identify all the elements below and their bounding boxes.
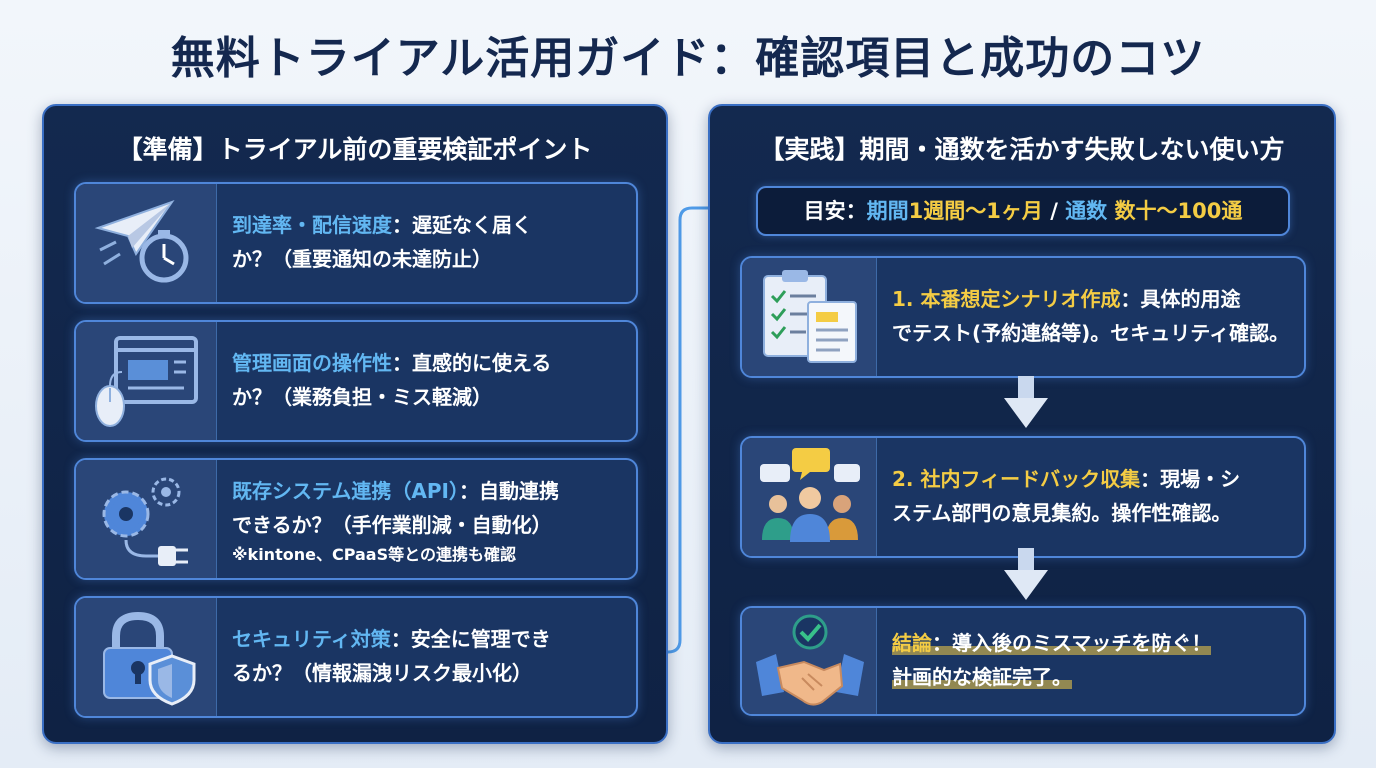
guideline-count-value: 数十〜100通 — [1107, 199, 1243, 223]
step-text: ステム部門の意見集約。操作性確認。 — [892, 501, 1232, 525]
step-text: 計画的な検証完了。 — [892, 665, 1072, 689]
guideline-count-label: 通数 — [1065, 199, 1108, 223]
check-card-security: セキュリティ対策：安全に管理でき るか？（情報漏洩リスク最小化） — [74, 596, 638, 718]
card-text: るか？（情報漏洩リスク最小化） — [232, 661, 532, 685]
guideline-label: 目安： — [803, 199, 867, 223]
card-text: できるか？（手作業削減・自動化） — [232, 513, 552, 537]
card-highlight: 既存システム連携（API） — [232, 479, 459, 503]
flow-down-arrow — [1004, 548, 1048, 602]
guideline-period-value: 1週間〜1ヶ月 — [908, 199, 1043, 223]
card-text: ：直感的に使える — [392, 351, 552, 375]
card-highlight: セキュリティ対策 — [232, 627, 391, 651]
paper-plane-stopwatch-icon — [90, 192, 202, 292]
step-text: ：具体的用途 — [1120, 287, 1241, 311]
card-note: ※kintone、CPaaS等との連携も確認 — [232, 545, 516, 564]
checklist-documents-icon — [756, 266, 864, 366]
gears-plug-icon — [92, 470, 202, 568]
card-text: ：自動連携 — [458, 479, 559, 503]
step-text: ：現場・シ — [1140, 467, 1241, 491]
check-card-delivery: 到達率・配信速度：遅延なく届く か？（重要通知の未達防止） — [74, 182, 638, 304]
browser-window-mouse-icon — [92, 332, 202, 430]
check-card-integration: 既存システム連携（API）：自動連携 できるか？（手作業削減・自動化） ※kin… — [74, 458, 638, 580]
step-text: でテスト(予約連絡等)。セキュリティ確認。 — [892, 321, 1290, 345]
preparation-heading: 【準備】トライアル前の重要検証ポイント — [117, 135, 593, 164]
step-highlight: 2. 社内フィードバック収集 — [892, 467, 1141, 491]
step-highlight: 1. 本番想定シナリオ作成 — [892, 287, 1121, 311]
step-card-conclusion: 結論：導入後のミスマッチを防ぐ！ 計画的な検証完了。 — [740, 606, 1306, 716]
step-text: ：導入後のミスマッチを防ぐ！ — [932, 631, 1212, 655]
handshake-check-icon — [754, 612, 866, 710]
preparation-panel: 【準備】トライアル前の重要検証ポイント 到達率・配信速度：遅延なく届く か？（重… — [42, 104, 668, 744]
flow-down-arrow — [1004, 376, 1048, 430]
card-highlight: 管理画面の操作性 — [232, 351, 392, 375]
step-card-scenario: 1. 本番想定シナリオ作成：具体的用途 でテスト(予約連絡等)。セキュリティ確認… — [740, 256, 1306, 378]
team-chat-bubbles-icon — [754, 446, 866, 546]
card-text: か？（業務負担・ミス軽減） — [232, 385, 492, 409]
check-card-usability: 管理画面の操作性：直感的に使える か？（業務負担・ミス軽減） — [74, 320, 638, 442]
card-text: ：安全に管理でき — [390, 627, 551, 651]
padlock-shield-icon — [94, 608, 200, 706]
card-highlight: 到達率・配信速度 — [232, 213, 392, 237]
practice-panel: 【実践】期間・通数を活かす失敗しない使い方 目安：期間1週間〜1ヶ月 / 通数 … — [708, 104, 1336, 744]
guideline-box: 目安：期間1週間〜1ヶ月 / 通数 数十〜100通 — [756, 186, 1290, 236]
step-highlight: 結論 — [892, 631, 932, 655]
practice-heading: 【実践】期間・通数を活かす失敗しない使い方 — [759, 135, 1285, 164]
step-card-feedback: 2. 社内フィードバック収集：現場・シ ステム部門の意見集約。操作性確認。 — [740, 436, 1306, 558]
card-text: ：遅延なく届く — [392, 213, 532, 237]
guideline-separator: / — [1042, 199, 1066, 223]
guideline-period-label: 期間 — [866, 199, 909, 223]
card-text: か？（重要通知の未達防止） — [232, 247, 492, 271]
page-title: 無料トライアル活用ガイド：確認項目と成功のコツ — [170, 33, 1206, 84]
